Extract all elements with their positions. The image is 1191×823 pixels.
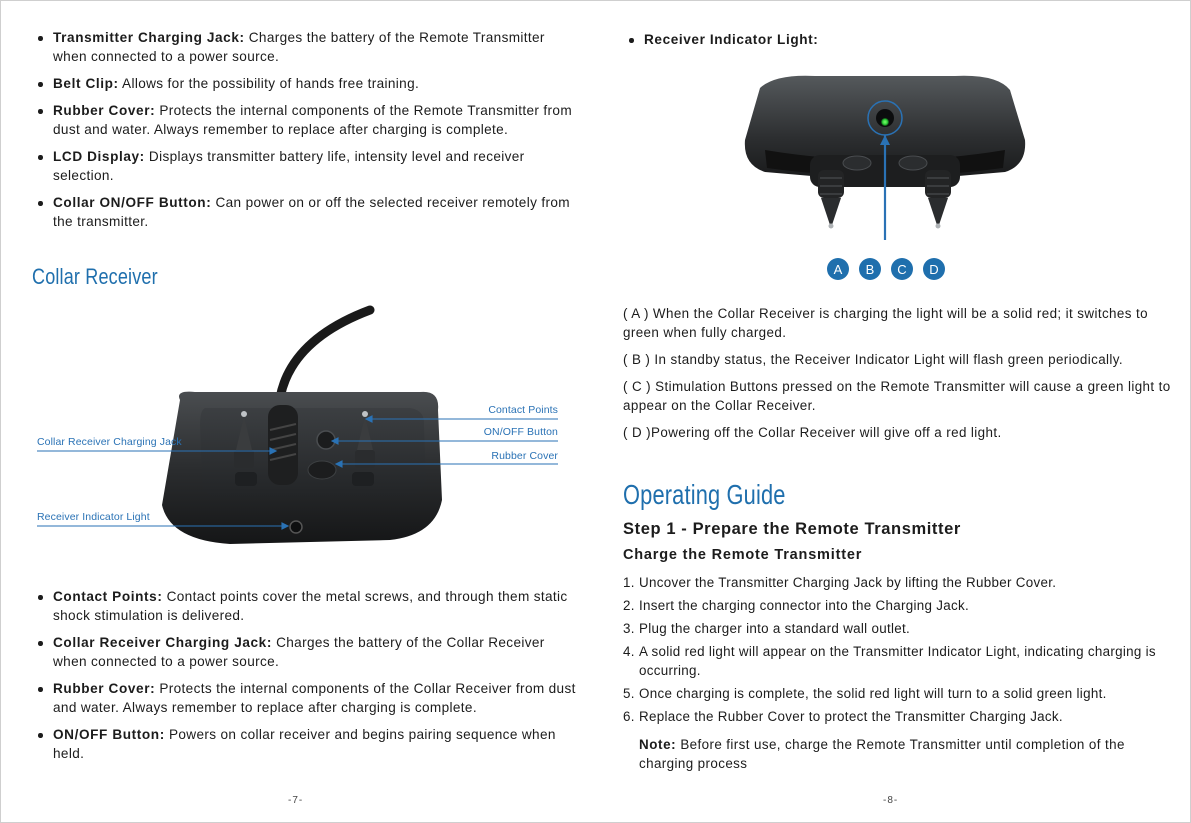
contact-point-left [234,411,254,468]
step-text: A solid red light will appear on the Tra… [639,644,1156,678]
transmitter-parts-list: Transmitter Charging Jack: Charges the b… [32,28,577,239]
rubber-cover-shape [307,460,337,480]
bullet-text: Contact points cover the metal screws, a… [53,589,568,623]
list-item: Collar ON/OFF Button: Can power on or of… [32,193,577,231]
note-text: Before first use, charge the Remote Tran… [639,737,1125,771]
bullet-term: Rubber Cover: [53,103,156,118]
step-number: 4. [623,644,635,659]
bullet-term: Belt Clip: [53,76,119,91]
collar-receiver-title: Collar Receiver [32,264,158,289]
step-title: Step 1 - Prepare the Remote Transmitter [623,520,961,538]
step-number: 3. [623,621,635,636]
callout-charging-jack: Collar Receiver Charging Jack [37,436,182,448]
page-number: -8- [883,795,899,806]
bullet-text: Powers on collar receiver and begins pai… [53,727,556,761]
list-item: 5. Once charging is complete, the solid r… [623,684,1171,703]
step-number: 6. [623,709,635,724]
page-right: Receiver Indicator Light: [595,0,1191,823]
description-c: ( C ) Stimulation Buttons pressed on the… [623,379,1171,413]
step-text: Once charging is complete, the solid red… [639,686,1107,701]
note-label: Note: [639,737,677,752]
note: Note: Before first use, charge the Remot… [639,735,1171,773]
green-led-icon [881,118,889,126]
step-text: Insert the charging connector into the C… [639,598,970,613]
marker-a: A [827,258,849,280]
callout-contact-points: Contact Points [488,404,558,416]
list-item: Belt Clip: Allows for the possibility of… [32,74,577,93]
list-item: LCD Display: Displays transmitter batter… [32,147,577,185]
bullet-term: LCD Display: [53,149,145,164]
bullet-term: ON/OFF Button: [53,727,165,742]
page-left: Transmitter Charging Jack: Charges the b… [0,0,595,823]
step-text: Replace the Rubber Cover to protect the … [639,709,1063,724]
contact-point-right [925,170,951,229]
step-number: 5. [623,686,635,701]
bullet-term: Collar ON/OFF Button: [53,195,212,210]
bullet-text: Displays transmitter battery life, inten… [53,149,525,183]
list-item: ON/OFF Button: Powers on collar receiver… [32,725,577,763]
receiver-indicator-image [744,75,1026,240]
collar-receiver-image [37,305,558,544]
marker-b: B [859,258,881,280]
sub-title: Charge the Remote Transmitter [623,547,863,563]
list-item: Collar Receiver Charging Jack: Charges t… [32,633,577,671]
step-text: Uncover the Transmitter Charging Jack by… [639,575,1057,590]
marker-row: A B C D [827,258,945,280]
indicator-descriptions: ( A ) When the Collar Receiver is chargi… [623,304,1171,450]
description-d: ( D )Powering off the Collar Receiver wi… [623,425,1002,440]
list-item: 4. A solid red light will appear on the T… [623,642,1171,680]
list-item: Receiver Indicator Light: [623,30,1171,49]
bullet-term: Transmitter Charging Jack: [53,30,245,45]
contact-point-left [818,170,844,229]
list-item: 2. Insert the charging connector into the… [623,596,1171,615]
description-a: ( A ) When the Collar Receiver is chargi… [623,306,1148,340]
step-number: 1. [623,575,635,590]
operating-guide-title: Operating Guide [623,479,786,510]
bullet-term: Collar Receiver Charging Jack: [53,635,272,650]
bullet-text: Protects the internal components of the … [53,103,573,137]
list-item: Rubber Cover: Protects the internal comp… [32,679,577,717]
list-item: 1. Uncover the Transmitter Charging Jack … [623,573,1171,592]
bullet-text: Charges the battery of the Collar Receiv… [53,635,545,669]
callout-indicator-light: Receiver Indicator Light [37,511,150,523]
page-number: -7- [288,795,304,806]
bullet-text: Charges the battery of the Remote Transm… [53,30,545,64]
list-item: Contact Points: Contact points cover the… [32,587,577,625]
marker-c: C [891,258,913,280]
list-item: 3. Plug the charger into a standard wall … [623,619,1171,638]
bullet-term: Rubber Cover: [53,681,156,696]
charging-steps-list: 1. Uncover the Transmitter Charging Jack … [623,573,1171,730]
onoff-button-shape [316,430,336,450]
indicator-light-shape [289,520,303,534]
callout-onoff-button: ON/OFF Button [483,426,558,438]
list-item: 6. Replace the Rubber Cover to protect th… [623,707,1171,726]
list-item: Rubber Cover: Protects the internal comp… [32,101,577,139]
bullet-text: Allows for the possibility of hands free… [118,76,420,91]
description-b: ( B ) In standby status, the Receiver In… [623,352,1124,367]
callout-rubber-cover: Rubber Cover [491,450,558,462]
receiver-parts-list: Contact Points: Contact points cover the… [32,587,577,771]
bullet-text: Can power on or off the selected receive… [53,195,570,229]
marker-d: D [923,258,945,280]
bullet-term: Contact Points: [53,589,163,604]
indicator-heading: Receiver Indicator Light: [644,32,819,47]
bullet-text: Protects the internal components of the … [53,681,576,715]
step-number: 2. [623,598,635,613]
indicator-heading-list: Receiver Indicator Light: [623,30,1171,57]
list-item: Transmitter Charging Jack: Charges the b… [32,28,577,66]
step-text: Plug the charger into a standard wall ou… [639,621,911,636]
